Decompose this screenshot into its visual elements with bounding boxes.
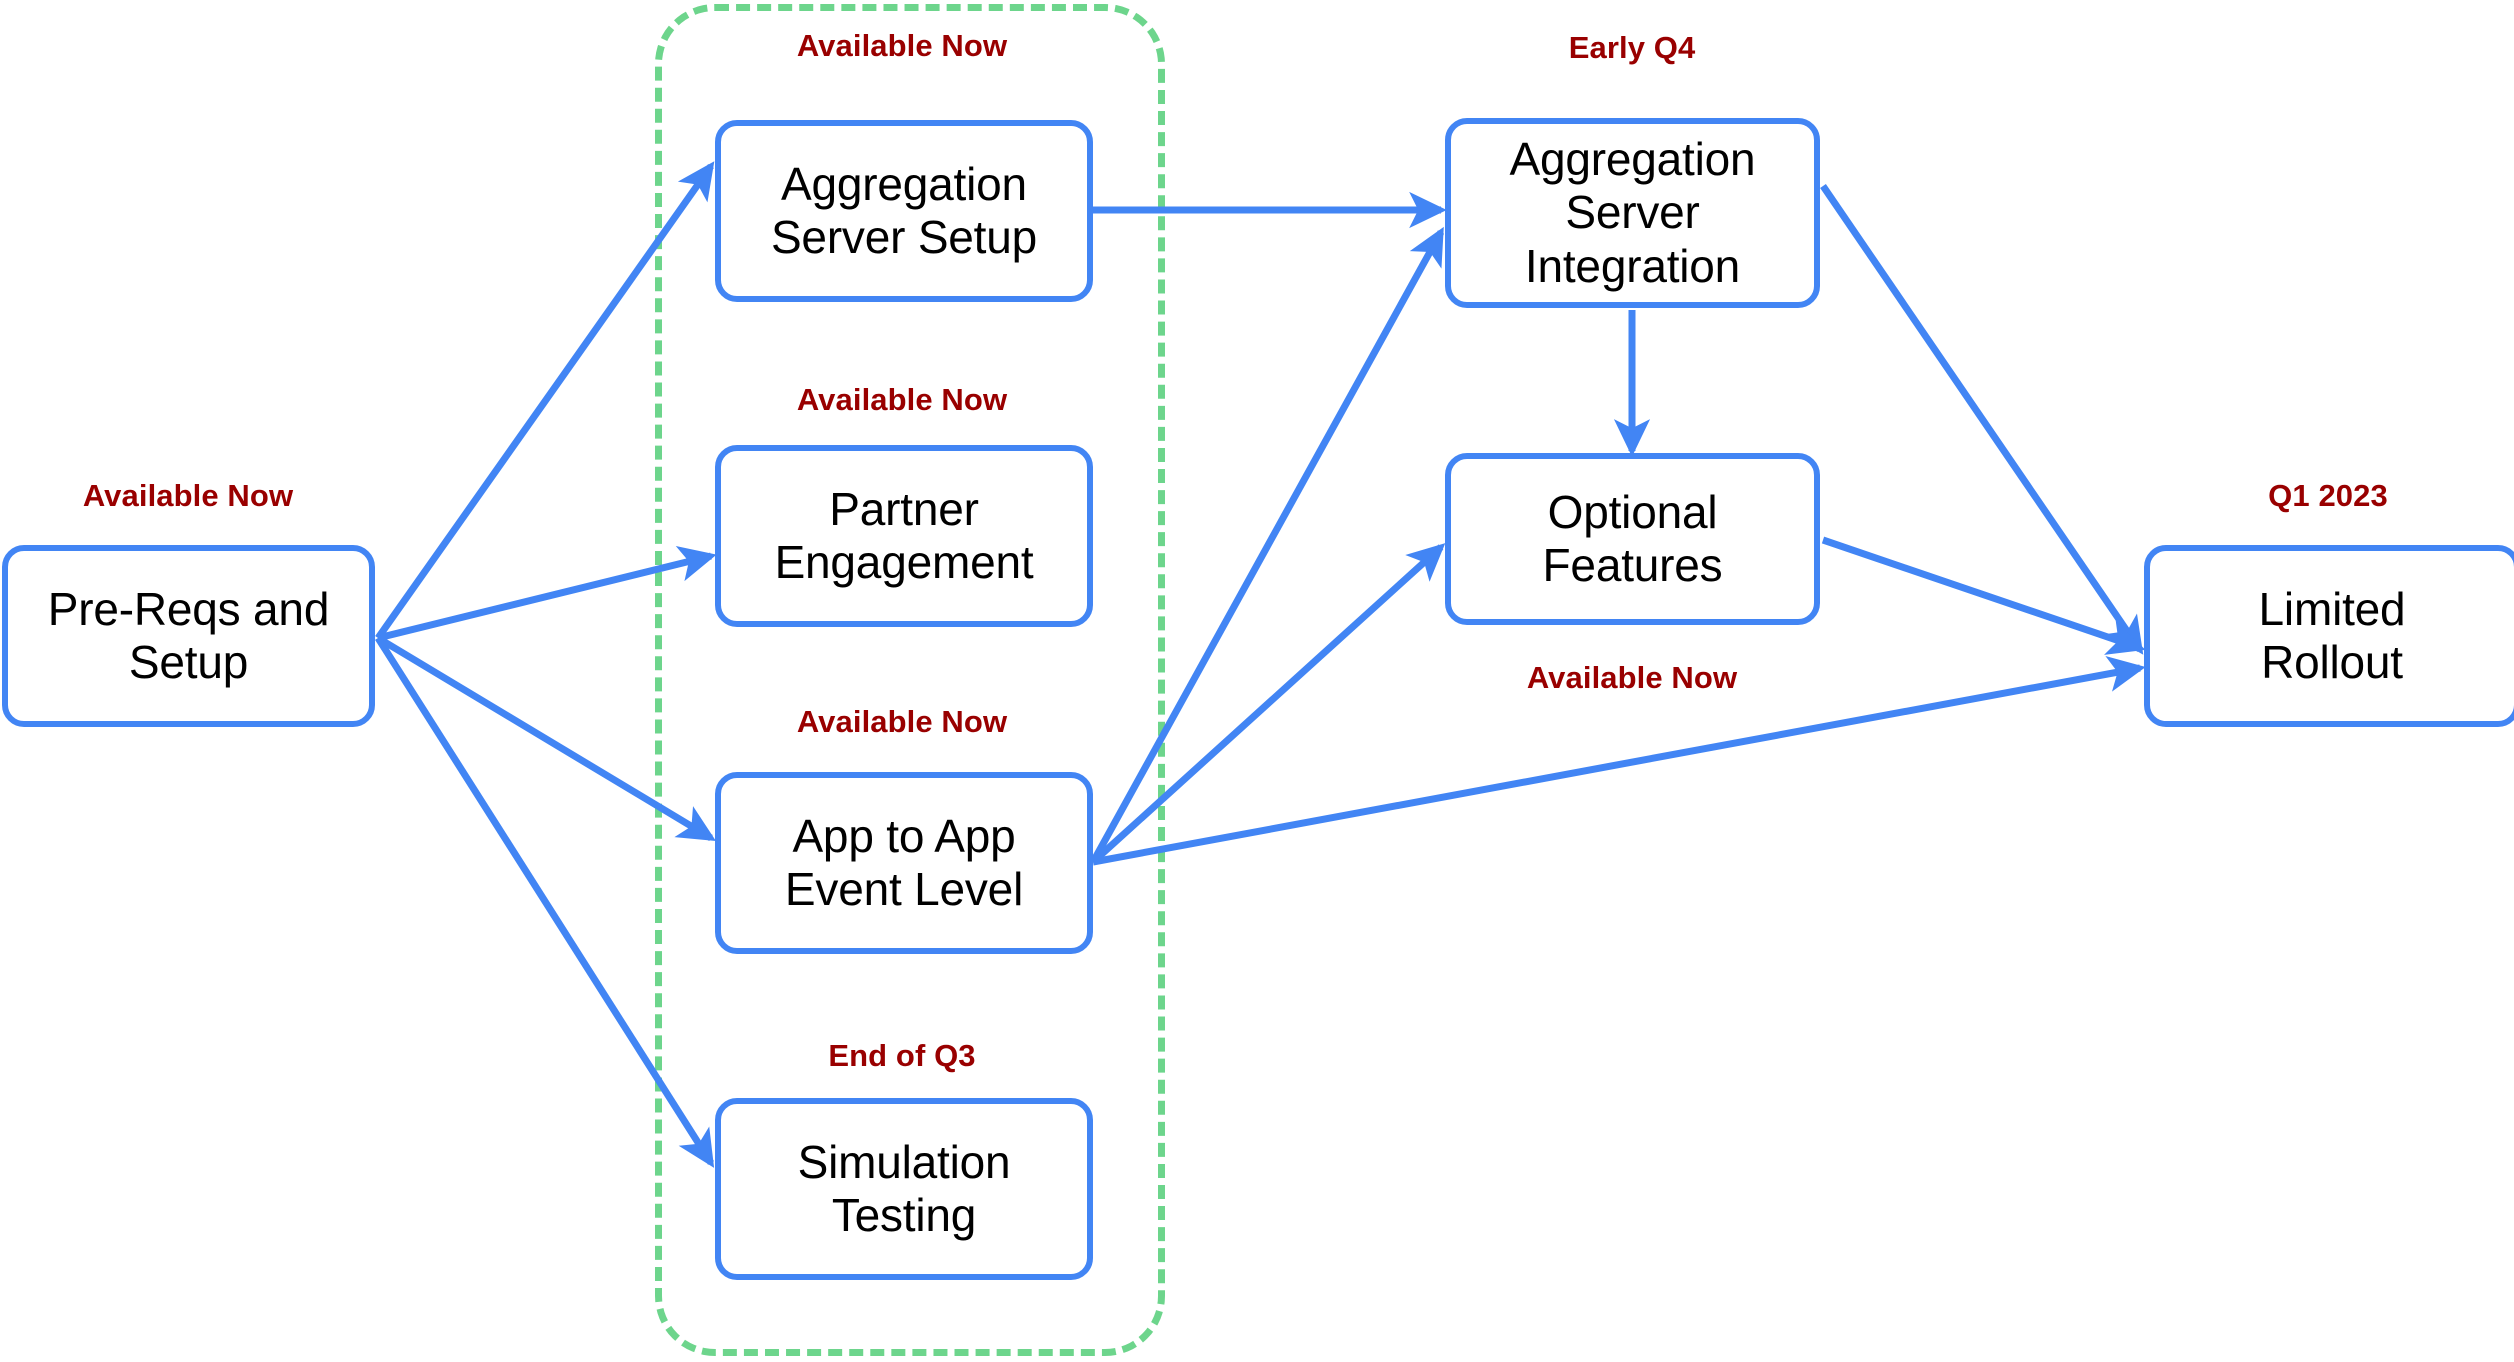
node-aggregation-server-setup[interactable]: Aggregation Server Setup <box>715 120 1093 302</box>
node-app-to-app-event-level[interactable]: App to App Event Level <box>715 772 1093 954</box>
tag-apptoapp: Available Now <box>796 704 1008 739</box>
node-aggregation-server-integration[interactable]: Aggregation Server Integration <box>1445 118 1820 308</box>
edge-apptoapp-to-optional <box>1090 543 1446 865</box>
edge-prereqs-to-partner <box>377 546 717 642</box>
tag-aggintegr: Early Q4 <box>1568 30 1696 65</box>
edge-apptoapp-to-aggintegr <box>1089 226 1445 864</box>
tag-prereqs: Available Now <box>82 478 294 513</box>
edge-apptoapp-to-rollout <box>1092 656 2146 866</box>
node-partner-engagement[interactable]: Partner Engagement <box>715 445 1093 627</box>
edge-aggintegr-to-rollout <box>1820 184 2144 655</box>
tag-simulation: End of Q3 <box>828 1038 976 1073</box>
edge-optional-to-rollout <box>1821 536 2146 655</box>
edge-prereqs-to-aggsetup <box>375 161 715 641</box>
tag-optional: Available Now <box>1526 660 1738 695</box>
node-limited-rollout[interactable]: Limited Rollout <box>2144 545 2514 727</box>
node-pre-reqs-and-setup[interactable]: Pre-Reqs and Setup <box>2 545 375 727</box>
edge-prereqs-to-apptoapp <box>376 634 716 842</box>
node-simulation-testing[interactable]: Simulation Testing <box>715 1098 1093 1280</box>
tag-partner: Available Now <box>796 382 1008 417</box>
node-optional-features[interactable]: Optional Features <box>1445 453 1820 625</box>
edge-prereqs-to-simulation <box>375 636 715 1168</box>
tag-aggsetup: Available Now <box>796 28 1008 63</box>
tag-rollout: Q1 2023 <box>2268 478 2388 513</box>
